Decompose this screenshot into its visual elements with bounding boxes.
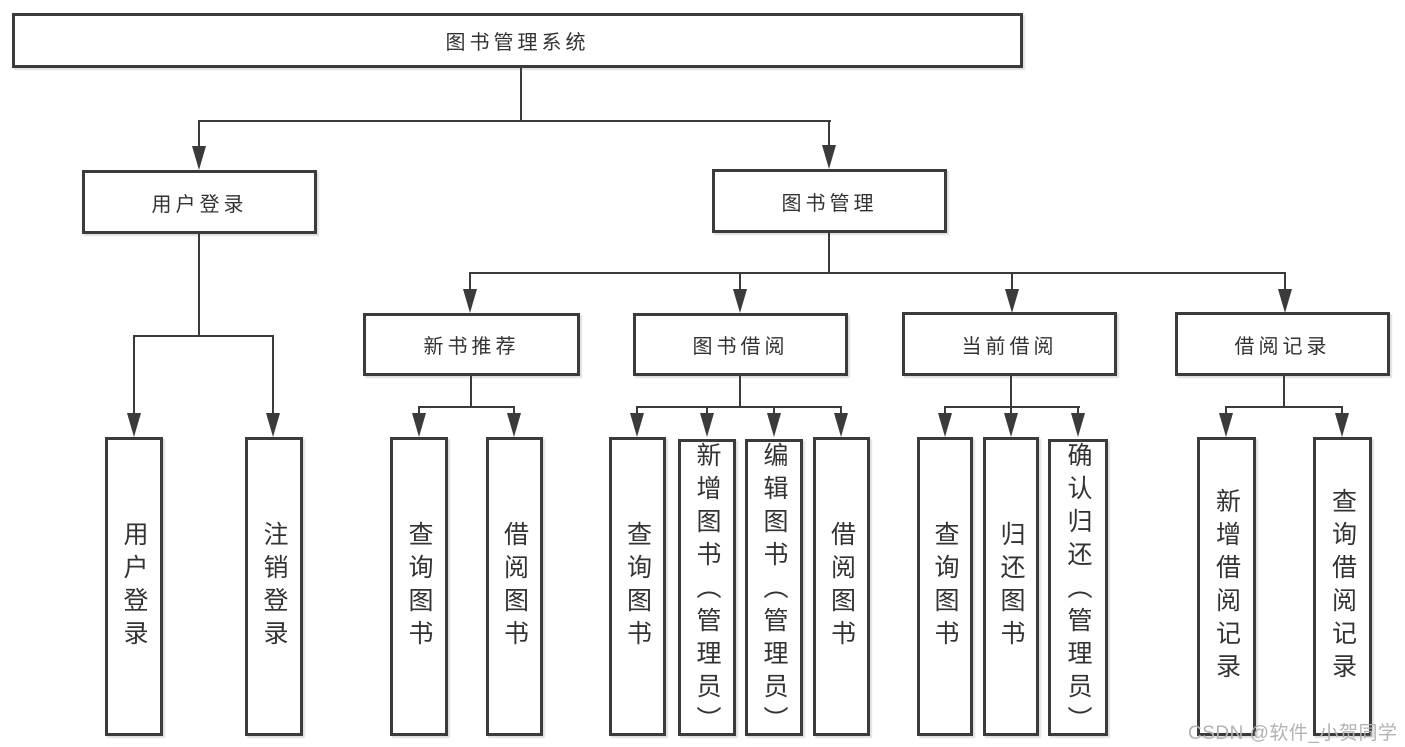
arrow-down-icon [630,413,644,437]
arrow-down-icon [767,413,781,437]
leaf-add-books-admin: 新增图书（管理员） [678,439,736,739]
connector-line [272,335,274,415]
arrow-down-icon [1335,413,1349,437]
connector-line [470,272,1286,274]
node-book-management: 图书管理 [712,169,947,233]
connector-line [636,406,841,408]
connector-line [1010,376,1012,408]
connector-line [198,234,200,337]
connector-line [1341,406,1343,416]
connector-line [198,120,831,122]
node-user-login: 用户登录 [82,170,317,234]
leaf-search-books-borrowing: 查询图书 [609,437,666,736]
connector-line [828,233,830,274]
connector-line [739,376,741,408]
arrow-down-icon [1004,413,1018,437]
leaf-edit-books-admin: 编辑图书（管理员） [745,439,803,739]
connector-line [1011,272,1013,291]
connector-line [470,376,472,408]
connector-line [1010,406,1012,416]
arrow-down-icon [507,413,521,437]
leaf-return-books: 归还图书 [983,437,1039,736]
connector-line [636,406,638,416]
arrow-down-icon [822,145,836,169]
arrow-down-icon [700,413,714,437]
node-current-borrowing: 当前借阅 [902,312,1117,376]
connector-line [133,335,274,337]
leaf-search-books-recommend: 查询图书 [390,437,448,736]
connector-line [828,120,830,147]
connector-line [520,68,522,122]
arrow-down-icon [192,146,206,170]
arrow-down-icon [1071,413,1085,437]
connector-line [773,406,775,416]
node-book-management-system: 图书管理系统 [12,13,1023,68]
leaf-search-books-current: 查询图书 [917,437,973,736]
arrow-down-icon [834,413,848,437]
connector-line [944,406,946,416]
connector-line [469,272,471,291]
leaf-borrow-books-borrowing: 借阅图书 [813,437,870,736]
leaf-search-borrow-record: 查询借阅记录 [1313,437,1372,736]
connector-line [133,335,135,415]
node-new-book-recommendation: 新书推荐 [363,313,580,376]
connector-line [513,406,515,416]
leaf-user-login: 用户登录 [105,437,163,736]
leaf-logout: 注销登录 [245,437,303,736]
connector-line [198,120,200,148]
connector-line [739,272,741,291]
arrow-down-icon [1219,413,1233,437]
arrow-down-icon [733,289,747,313]
leaf-confirm-return-admin: 确认归还（管理员） [1048,439,1108,739]
connector-line [418,406,420,416]
connector-line [840,406,842,416]
connector-line [1225,406,1343,408]
arrow-down-icon [412,413,426,437]
connector-line [1283,376,1285,408]
arrow-down-icon [463,289,477,313]
arrow-down-icon [127,413,141,437]
node-book-borrowing: 图书借阅 [633,313,848,376]
csdn-watermark: CSDN @软件_小贺同学 [1188,723,1398,744]
node-borrowing-records: 借阅记录 [1175,312,1390,376]
connector-line [1284,272,1286,291]
leaf-add-borrow-record: 新增借阅记录 [1197,437,1256,736]
connector-line [706,406,708,416]
connector-line [1225,406,1227,416]
arrow-down-icon [1005,289,1019,313]
arrow-down-icon [266,413,280,437]
leaf-borrow-books-recommend: 借阅图书 [486,437,543,736]
arrow-down-icon [1278,289,1292,313]
arrow-down-icon [938,413,952,437]
connector-line [1077,406,1079,416]
connector-line [418,406,515,408]
connector-line [944,406,1080,408]
